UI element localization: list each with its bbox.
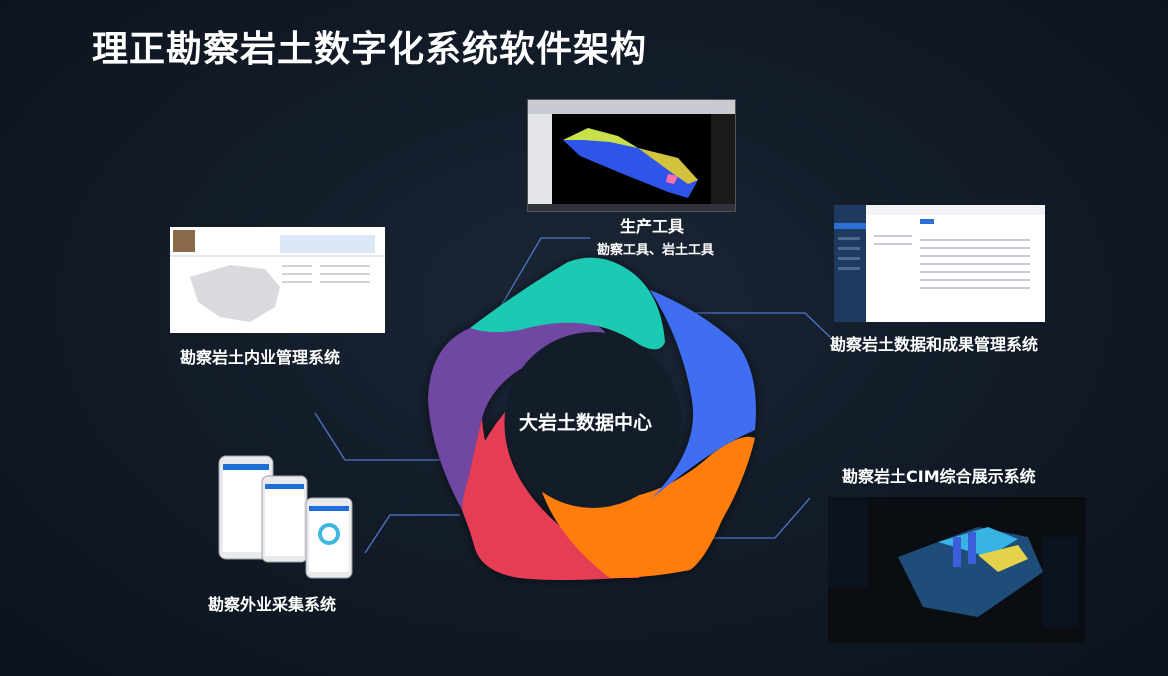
production-tool-screenshot bbox=[527, 99, 736, 212]
cim-screenshot bbox=[828, 497, 1086, 643]
segment-purple bbox=[428, 316, 610, 510]
data-management-label: 勘察岩土数据和成果管理系统 bbox=[830, 335, 1039, 354]
connector-field bbox=[364, 514, 460, 554]
connector-data-mgmt bbox=[690, 312, 831, 338]
page-title: 理正勘察岩土数字化系统软件架构 bbox=[92, 29, 648, 70]
indoor-management-screenshot bbox=[170, 227, 385, 333]
field-collection-label: 勘察外业采集系统 bbox=[208, 595, 337, 614]
production-sub: 勘察工具、岩土工具 bbox=[597, 243, 715, 258]
production-label: 生产工具 bbox=[620, 217, 685, 236]
data-management-screenshot bbox=[834, 205, 1045, 322]
connector-production bbox=[496, 237, 590, 314]
segment-orange bbox=[542, 436, 755, 578]
segment-blue bbox=[650, 290, 756, 500]
indoor-management-label: 勘察岩土内业管理系统 bbox=[180, 348, 341, 367]
connector-cim bbox=[705, 497, 811, 539]
center-label: 大岩土数据中心 bbox=[519, 412, 653, 434]
cim-label: 勘察岩土CIM综合展示系统 bbox=[842, 467, 1036, 486]
connector-indoor bbox=[314, 412, 450, 461]
field-collection-screenshot bbox=[216, 454, 354, 580]
segment-teal bbox=[470, 257, 665, 350]
